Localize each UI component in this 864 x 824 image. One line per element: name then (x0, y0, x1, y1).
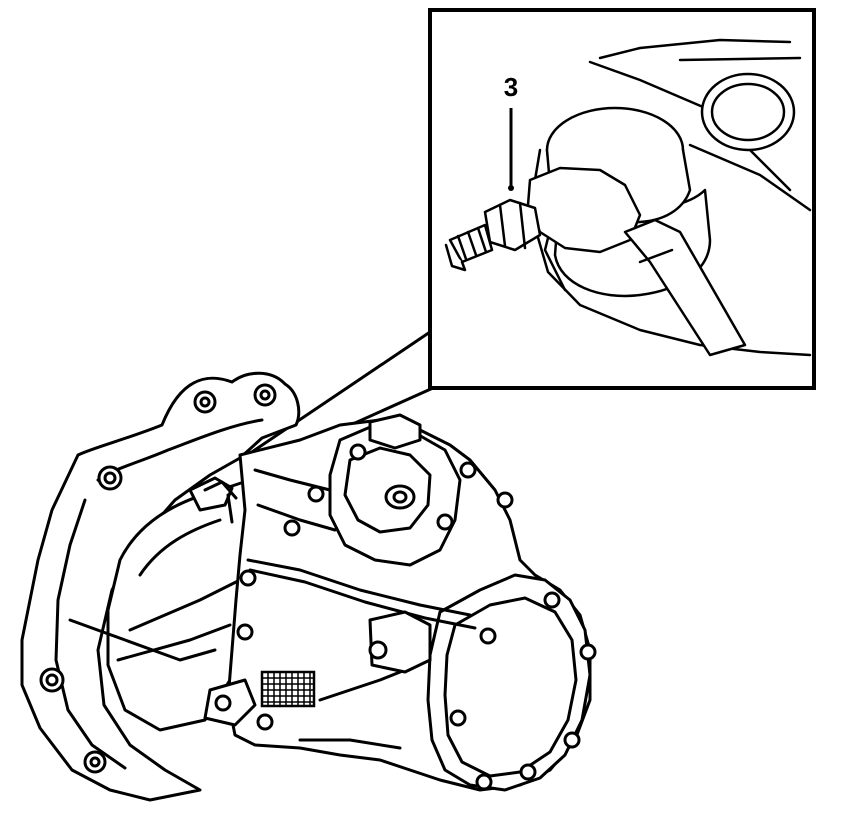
detail-inset: 3 (428, 8, 816, 390)
callout-label-3: 3 (504, 72, 518, 102)
transmission-housing (20, 371, 592, 802)
vent-grille (260, 670, 316, 708)
sensor-detail (444, 38, 812, 357)
housing-bolts (39, 383, 597, 791)
